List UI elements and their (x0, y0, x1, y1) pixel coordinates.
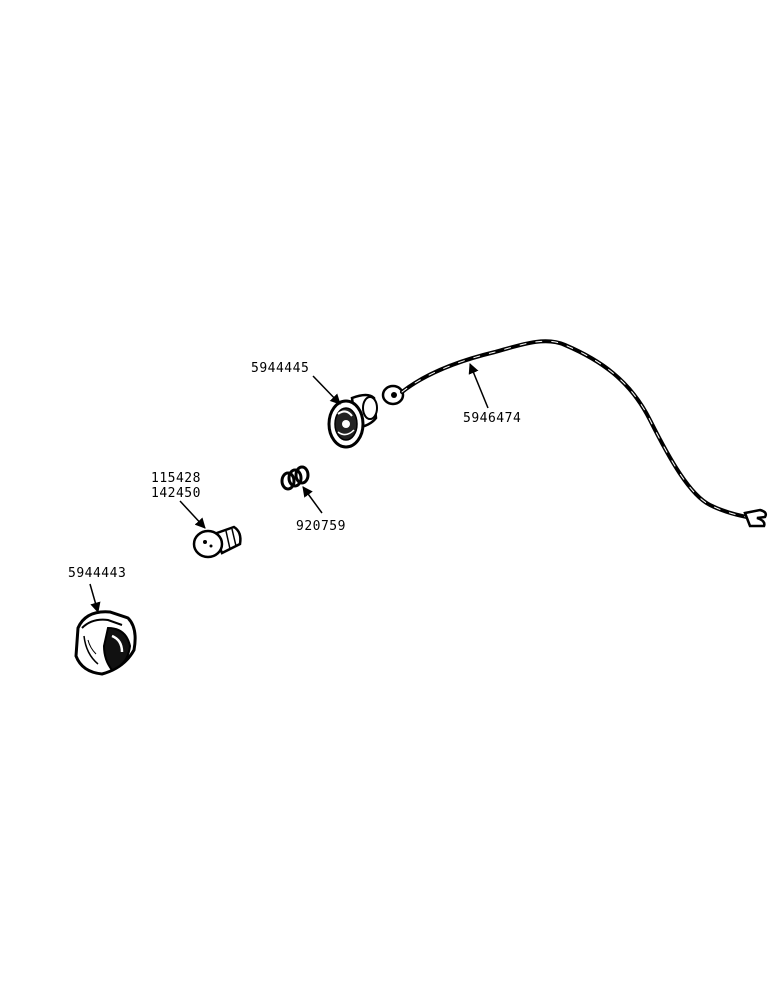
spring-illustration (280, 465, 310, 491)
leader-arrow-lamp-body (312, 375, 341, 405)
bulb-illustration (192, 525, 242, 559)
part-label-spring: 920759 (296, 519, 346, 534)
part-label-lamp-body: 5944445 (251, 361, 309, 376)
leader-arrow-bulb (179, 500, 206, 529)
part-label-bulb-secondary: 142450 (151, 486, 201, 501)
leader-arrow-wire-lead (468, 363, 489, 409)
lens-cap-illustration (74, 610, 137, 676)
leader-arrows (89, 363, 489, 614)
lamp-body-illustration (327, 393, 378, 449)
leader-arrow-lens-cap (89, 583, 101, 614)
wire-lead-illustration (381, 339, 768, 528)
part-label-bulb-primary: 115428 (151, 471, 201, 486)
part-label-wire-lead: 5946474 (463, 411, 521, 426)
part-label-lens-cap: 5944443 (68, 566, 126, 581)
leader-arrow-spring (302, 486, 323, 514)
